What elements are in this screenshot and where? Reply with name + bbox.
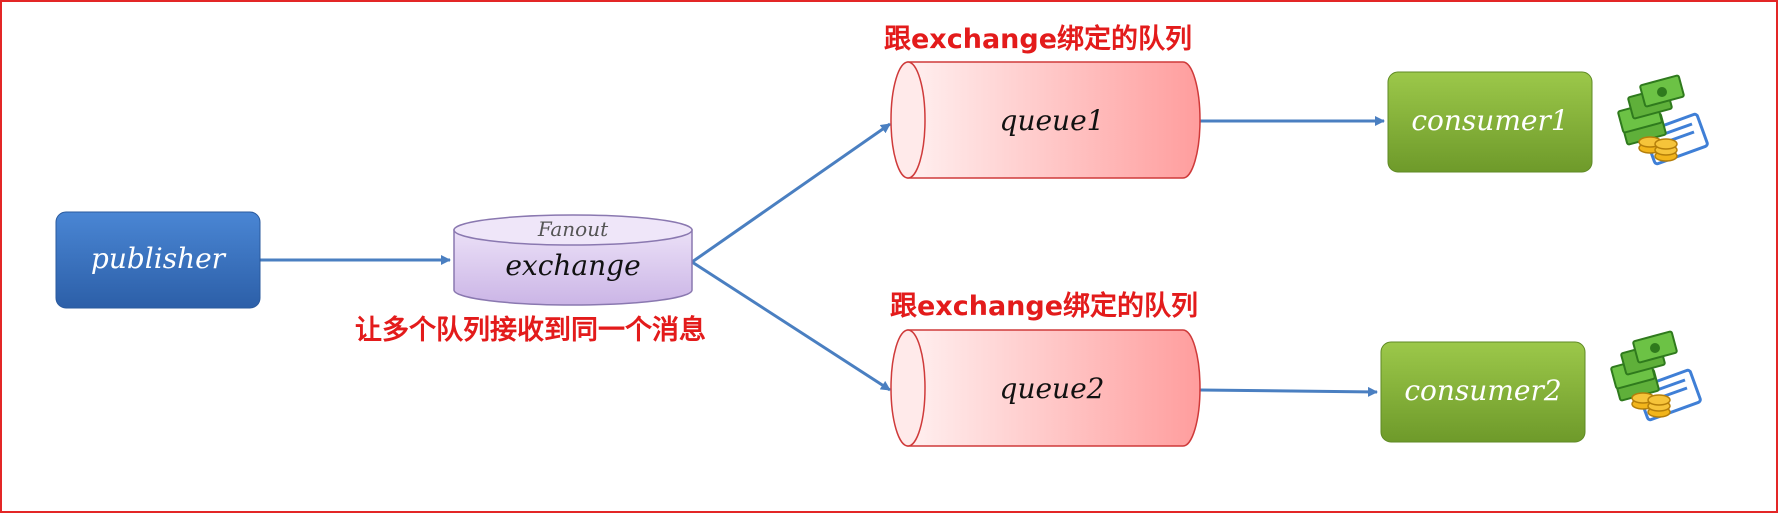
queue1-caption: 跟exchange绑定的队列 (884, 23, 1192, 55)
queue1-label: queue1 (1000, 104, 1105, 137)
money-icon (1610, 330, 1702, 422)
arrow-exchange-queue2 (691, 260, 891, 392)
money-icon (1617, 74, 1709, 166)
exchange-node: Fanout exchange (453, 214, 693, 306)
consumer1-label: consumer1 (1411, 104, 1568, 137)
consumer1-node: consumer1 (1387, 71, 1593, 173)
queue2-node: queue2 (890, 329, 1201, 447)
exchange-caption: 让多个队列接收到同一个消息 (355, 314, 706, 346)
exchange-label: exchange (505, 249, 640, 282)
queue2-label: queue2 (1000, 372, 1105, 405)
consumer2-node: consumer2 (1380, 341, 1586, 443)
publisher-node: publisher (55, 211, 261, 309)
exchange-type-label: Fanout (537, 217, 609, 241)
arrow-exchange-queue1 (691, 122, 891, 264)
consumer2-label: consumer2 (1404, 374, 1561, 407)
queue2-caption: 跟exchange绑定的队列 (890, 290, 1198, 322)
publisher-label: publisher (91, 242, 227, 275)
queue1-node: queue1 (890, 61, 1201, 179)
arrow-queue2-consumer2 (1199, 386, 1378, 397)
